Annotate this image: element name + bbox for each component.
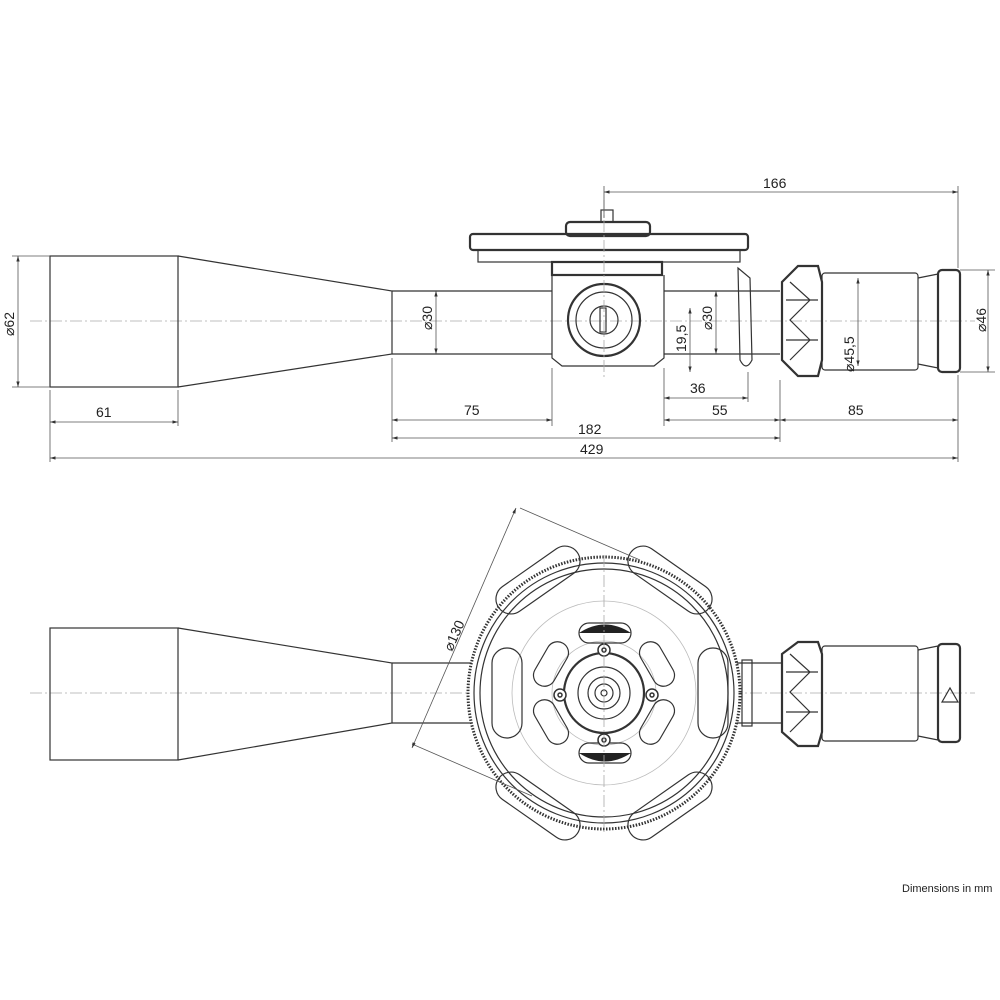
objective-taper bbox=[177, 627, 393, 761]
objective-taper bbox=[177, 255, 393, 388]
top-view bbox=[30, 545, 975, 841]
screw-slot bbox=[599, 307, 607, 333]
dim-85: 85 bbox=[848, 402, 864, 418]
eyepiece-end-ring bbox=[936, 642, 962, 744]
turret-plate bbox=[477, 249, 741, 263]
dim-55: 55 bbox=[712, 402, 728, 418]
turret-dial bbox=[468, 232, 750, 252]
turret-body bbox=[551, 275, 665, 367]
turret-knob bbox=[600, 209, 614, 223]
turret-wheel bbox=[466, 545, 742, 841]
eyepiece-end-ring bbox=[936, 268, 962, 374]
dim-166: 166 bbox=[763, 175, 787, 191]
dim-30-front: ⌀30 bbox=[419, 306, 435, 330]
dim-36: 36 bbox=[690, 380, 706, 396]
dim-62: ⌀62 bbox=[1, 312, 17, 336]
side-view bbox=[30, 200, 975, 388]
dim-19-5: 19,5 bbox=[673, 325, 689, 352]
dim-30-rear: ⌀30 bbox=[699, 306, 715, 330]
dim-75: 75 bbox=[464, 402, 480, 418]
side-dimensions: 166 ⌀62 ⌀30 ⌀30 19,5 ⌀45,5 ⌀46 36 61 75 … bbox=[1, 175, 995, 462]
turret-knurl-ring bbox=[550, 260, 664, 277]
objective-bell bbox=[49, 627, 179, 761]
dim-130: ⌀130 bbox=[440, 617, 468, 653]
dim-46: ⌀46 bbox=[973, 308, 989, 332]
dim-61: 61 bbox=[96, 404, 112, 420]
main-tube bbox=[392, 290, 780, 355]
eyepiece-body bbox=[821, 645, 919, 742]
lens-cover-lever bbox=[737, 266, 753, 367]
dim-182: 182 bbox=[578, 421, 602, 437]
eyepiece-body bbox=[821, 272, 919, 371]
triangle-marker-icon bbox=[940, 686, 960, 703]
wheel-dimension: ⌀130 bbox=[411, 507, 641, 797]
dim-429: 429 bbox=[580, 441, 604, 457]
screws bbox=[553, 643, 659, 747]
dim-45-5: ⌀45,5 bbox=[841, 336, 857, 372]
units-note: Dimensions in mm bbox=[902, 883, 992, 895]
objective-bell bbox=[49, 255, 179, 388]
eyepiece-ring bbox=[780, 640, 824, 748]
